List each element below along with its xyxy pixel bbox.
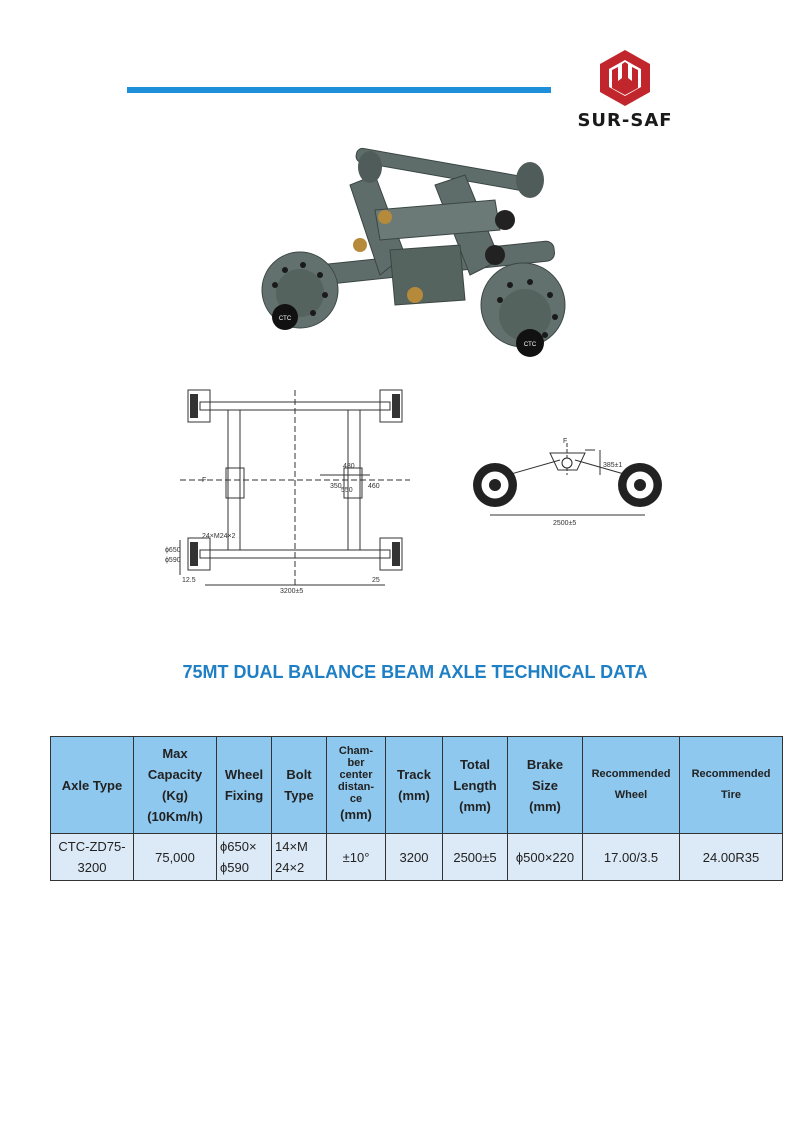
dim-label: ϕ590 — [165, 557, 181, 564]
cell-capacity: 75,000 — [133, 833, 217, 881]
top-view-drawing: F 480 350 550 460 24×M24×2 ϕ650 ϕ590 12.… — [165, 389, 410, 595]
cell-wheel-fixing: ϕ650×ϕ590 — [216, 833, 272, 881]
axle-assembly-photo: CTC CTC — [261, 147, 566, 357]
cell-track: 3200 — [385, 833, 443, 881]
svg-text:CTC: CTC — [524, 342, 537, 348]
dim-label: 25 — [372, 577, 380, 584]
header-rule — [127, 87, 551, 93]
dim-label: 385±1 — [603, 462, 623, 469]
dim-label: 350 — [330, 483, 342, 490]
cell-recommended-tire: 24.00R35 — [679, 833, 783, 881]
brand-name: SUR-SAF — [577, 110, 673, 131]
cell-total-length: 2500±5 — [442, 833, 508, 881]
dim-label: 480 — [343, 463, 355, 470]
dim-label: 2500±5 — [553, 520, 576, 527]
cell-brake-size: ϕ500×220 — [507, 833, 583, 881]
header-axle-type: Axle Type — [50, 736, 134, 834]
side-view-drawing: F 385±1 2500±5 — [473, 438, 662, 527]
dim-label: 24×M24×2 — [202, 533, 236, 540]
cell-chamber: ±10° — [326, 833, 386, 881]
brand-logo: SUR-SAF — [560, 48, 690, 138]
dim-label: 460 — [368, 483, 380, 490]
svg-text:CTC: CTC — [279, 316, 292, 322]
dim-label: 550 — [341, 487, 353, 494]
document-title: 75MT DUAL BALANCE BEAM AXLE TECHNICAL DA… — [182, 662, 648, 682]
header-track: Track(mm) — [385, 736, 443, 834]
cell-axle-type: CTC-ZD75-3200 — [50, 833, 134, 881]
cell-recommended-wheel: 17.00/3.5 — [582, 833, 680, 881]
dim-label: ϕ650 — [165, 547, 181, 554]
dim-label: 12.5 — [182, 577, 196, 584]
label-f: F — [202, 477, 206, 484]
label-f: F — [563, 438, 567, 445]
hexagon-logo-icon — [600, 50, 650, 106]
dim-label: 3200±5 — [280, 588, 303, 595]
